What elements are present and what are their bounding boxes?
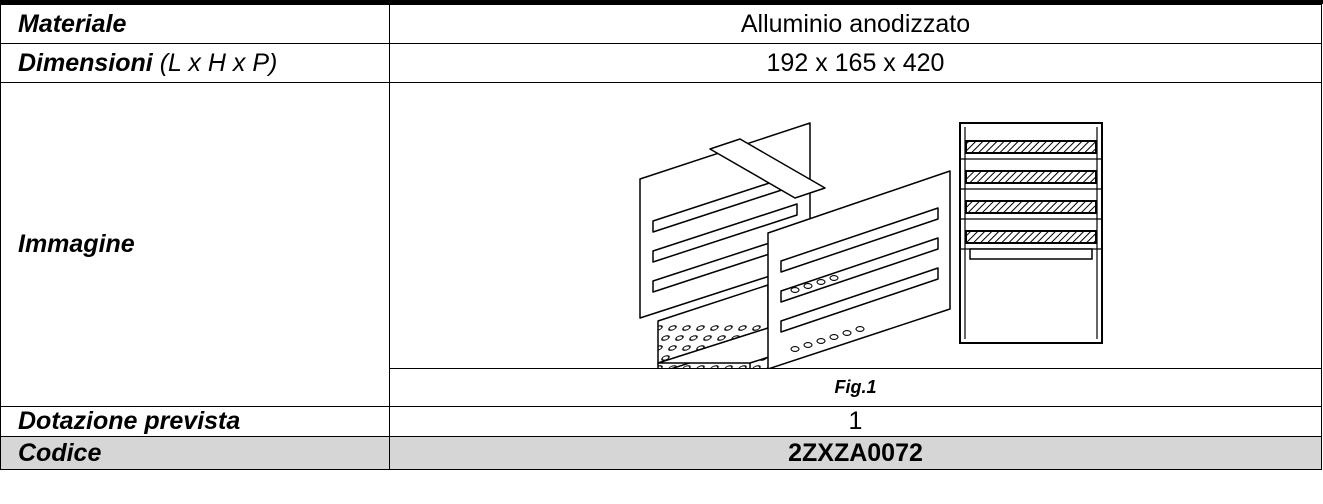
row-materiale: Materiale Alluminio anodizzato <box>0 4 1322 44</box>
value-materiale: Alluminio anodizzato <box>389 4 1322 44</box>
front-section-view <box>959 122 1103 344</box>
label-materiale: Materiale <box>0 4 390 44</box>
isometric-basket-view <box>639 122 951 368</box>
label-dimensioni: Dimensioni (L x H x P) <box>0 43 390 83</box>
label-immagine: Immagine <box>0 82 390 407</box>
label-codice: Codice <box>0 436 390 470</box>
figure-caption: Fig.1 <box>389 368 1322 407</box>
row-immagine: Immagine <box>0 82 1322 407</box>
label-dimensioni-main: Dimensioni <box>18 48 153 77</box>
value-dotazione: 1 <box>389 406 1322 437</box>
basket-drawing <box>639 122 1103 368</box>
top-rule <box>0 0 1323 4</box>
label-dimensioni-suffix: (L x H x P) <box>159 48 278 77</box>
row-dimensioni: Dimensioni (L x H x P) 192 x 165 x 420 <box>0 43 1322 83</box>
row-dotazione: Dotazione prevista 1 <box>0 406 1322 437</box>
row-codice: Codice 2ZXZA0072 <box>0 436 1322 470</box>
row-caption: Fig.1 <box>1 368 1322 407</box>
spec-table: Materiale Alluminio anodizzato Dimension… <box>0 4 1322 470</box>
value-dimensioni: 192 x 165 x 420 <box>389 43 1322 83</box>
image-cell <box>389 82 1322 369</box>
value-codice: 2ZXZA0072 <box>389 436 1322 470</box>
label-dotazione: Dotazione prevista <box>0 406 390 437</box>
